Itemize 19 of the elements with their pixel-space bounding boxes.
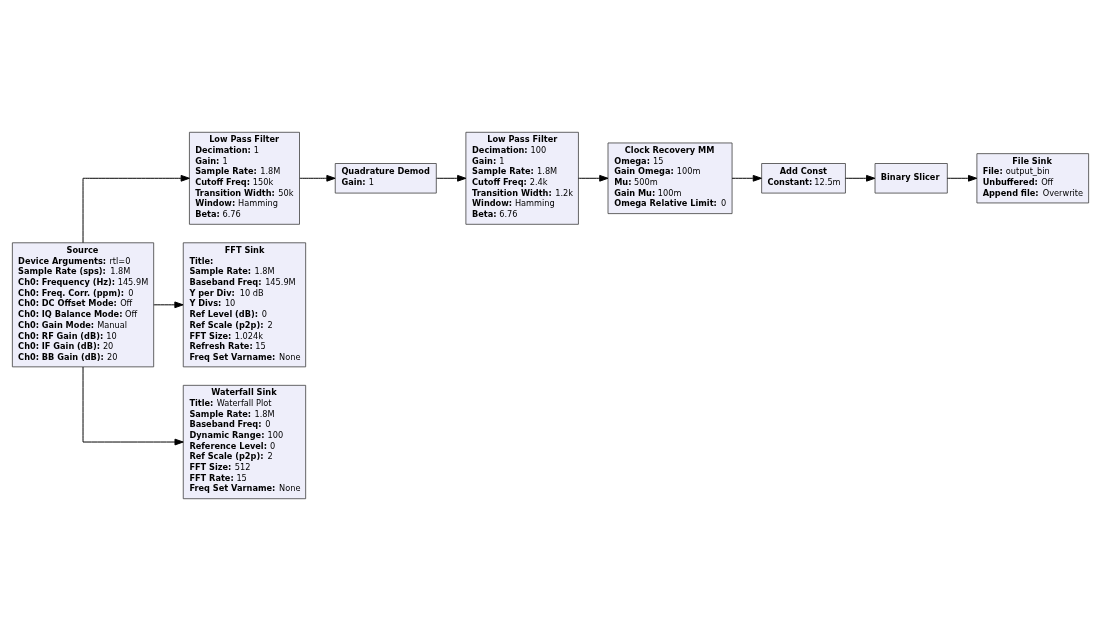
arrow (82, 174, 190, 243)
node-box: Waterfall Sink Title: Waterfall Plot Sample Rate: 1.8M Baseband Freq: 0 Dynamic Range: 100 Reference Level: 0 Ref Scale (p2p): 2 FFT Size: 512 FFT Rate: 15 Freq Set Varname: None (182, 384, 307, 499)
node-box: Clock Recovery MM Omega: 15 Gain Omega: 100m Mu: 500m Gain Mu: 100m Omega Relative Limit: 0 (607, 142, 733, 214)
arrow (82, 366, 184, 445)
node-box: Low Pass Filter Decimation: 100 Gain: 1 Sample Rate: 1.8M Cutoff Freq: 2.4k Transition Width: 1.2k Window: Hamming Beta: 6.76 (465, 131, 579, 225)
arrow (946, 174, 978, 182)
arrow (731, 174, 762, 182)
node-box: Low Pass Filter Decimation: 1 Gain: 1 Sample Rate: 1.8M Cutoff Freq: 150k Transition Width: 50k Window: Hamming Beta: 6.76 (189, 131, 300, 225)
arrow (153, 300, 184, 308)
arrow (436, 174, 467, 182)
arrow (844, 174, 876, 182)
node-box: FFT Sink Title: Sample Rate: 1.8M Baseband Freq: 145.9M Y per Div: 10 dB Y Divs: 10 Ref Level (dB): 0 Ref Scale (p2p): 2 FFT Size: 1.024k Refresh Rate: 15 Freq Set Varname: None (182, 241, 307, 367)
node-box: Add Const Constant: 12.5m (761, 162, 846, 193)
node-box: File Sink File: output_bin Unbuffered: Off Append file: Overwrite (976, 152, 1090, 203)
arrow (299, 174, 336, 182)
node-box: Binary Slicer (874, 162, 948, 193)
arrow (578, 174, 609, 182)
node-box: Quadrature Demod Gain: 1 (334, 162, 437, 193)
node-box: Source Device Arguments: rtl=0 Sample Rate (sps): 1.8M Ch0: Frequency (Hz): 145.9M Ch0: Freq. Corr. (ppm): 0 Ch0: DC Offset Mode: Off Ch0: IQ Balance Mode: Off Ch0: Gain Mode: Manual Ch0: RF Gain (dB): 10 Ch0: IF Gain (dB): 20 Ch0: BB Gain (dB): 20 (11, 241, 155, 367)
